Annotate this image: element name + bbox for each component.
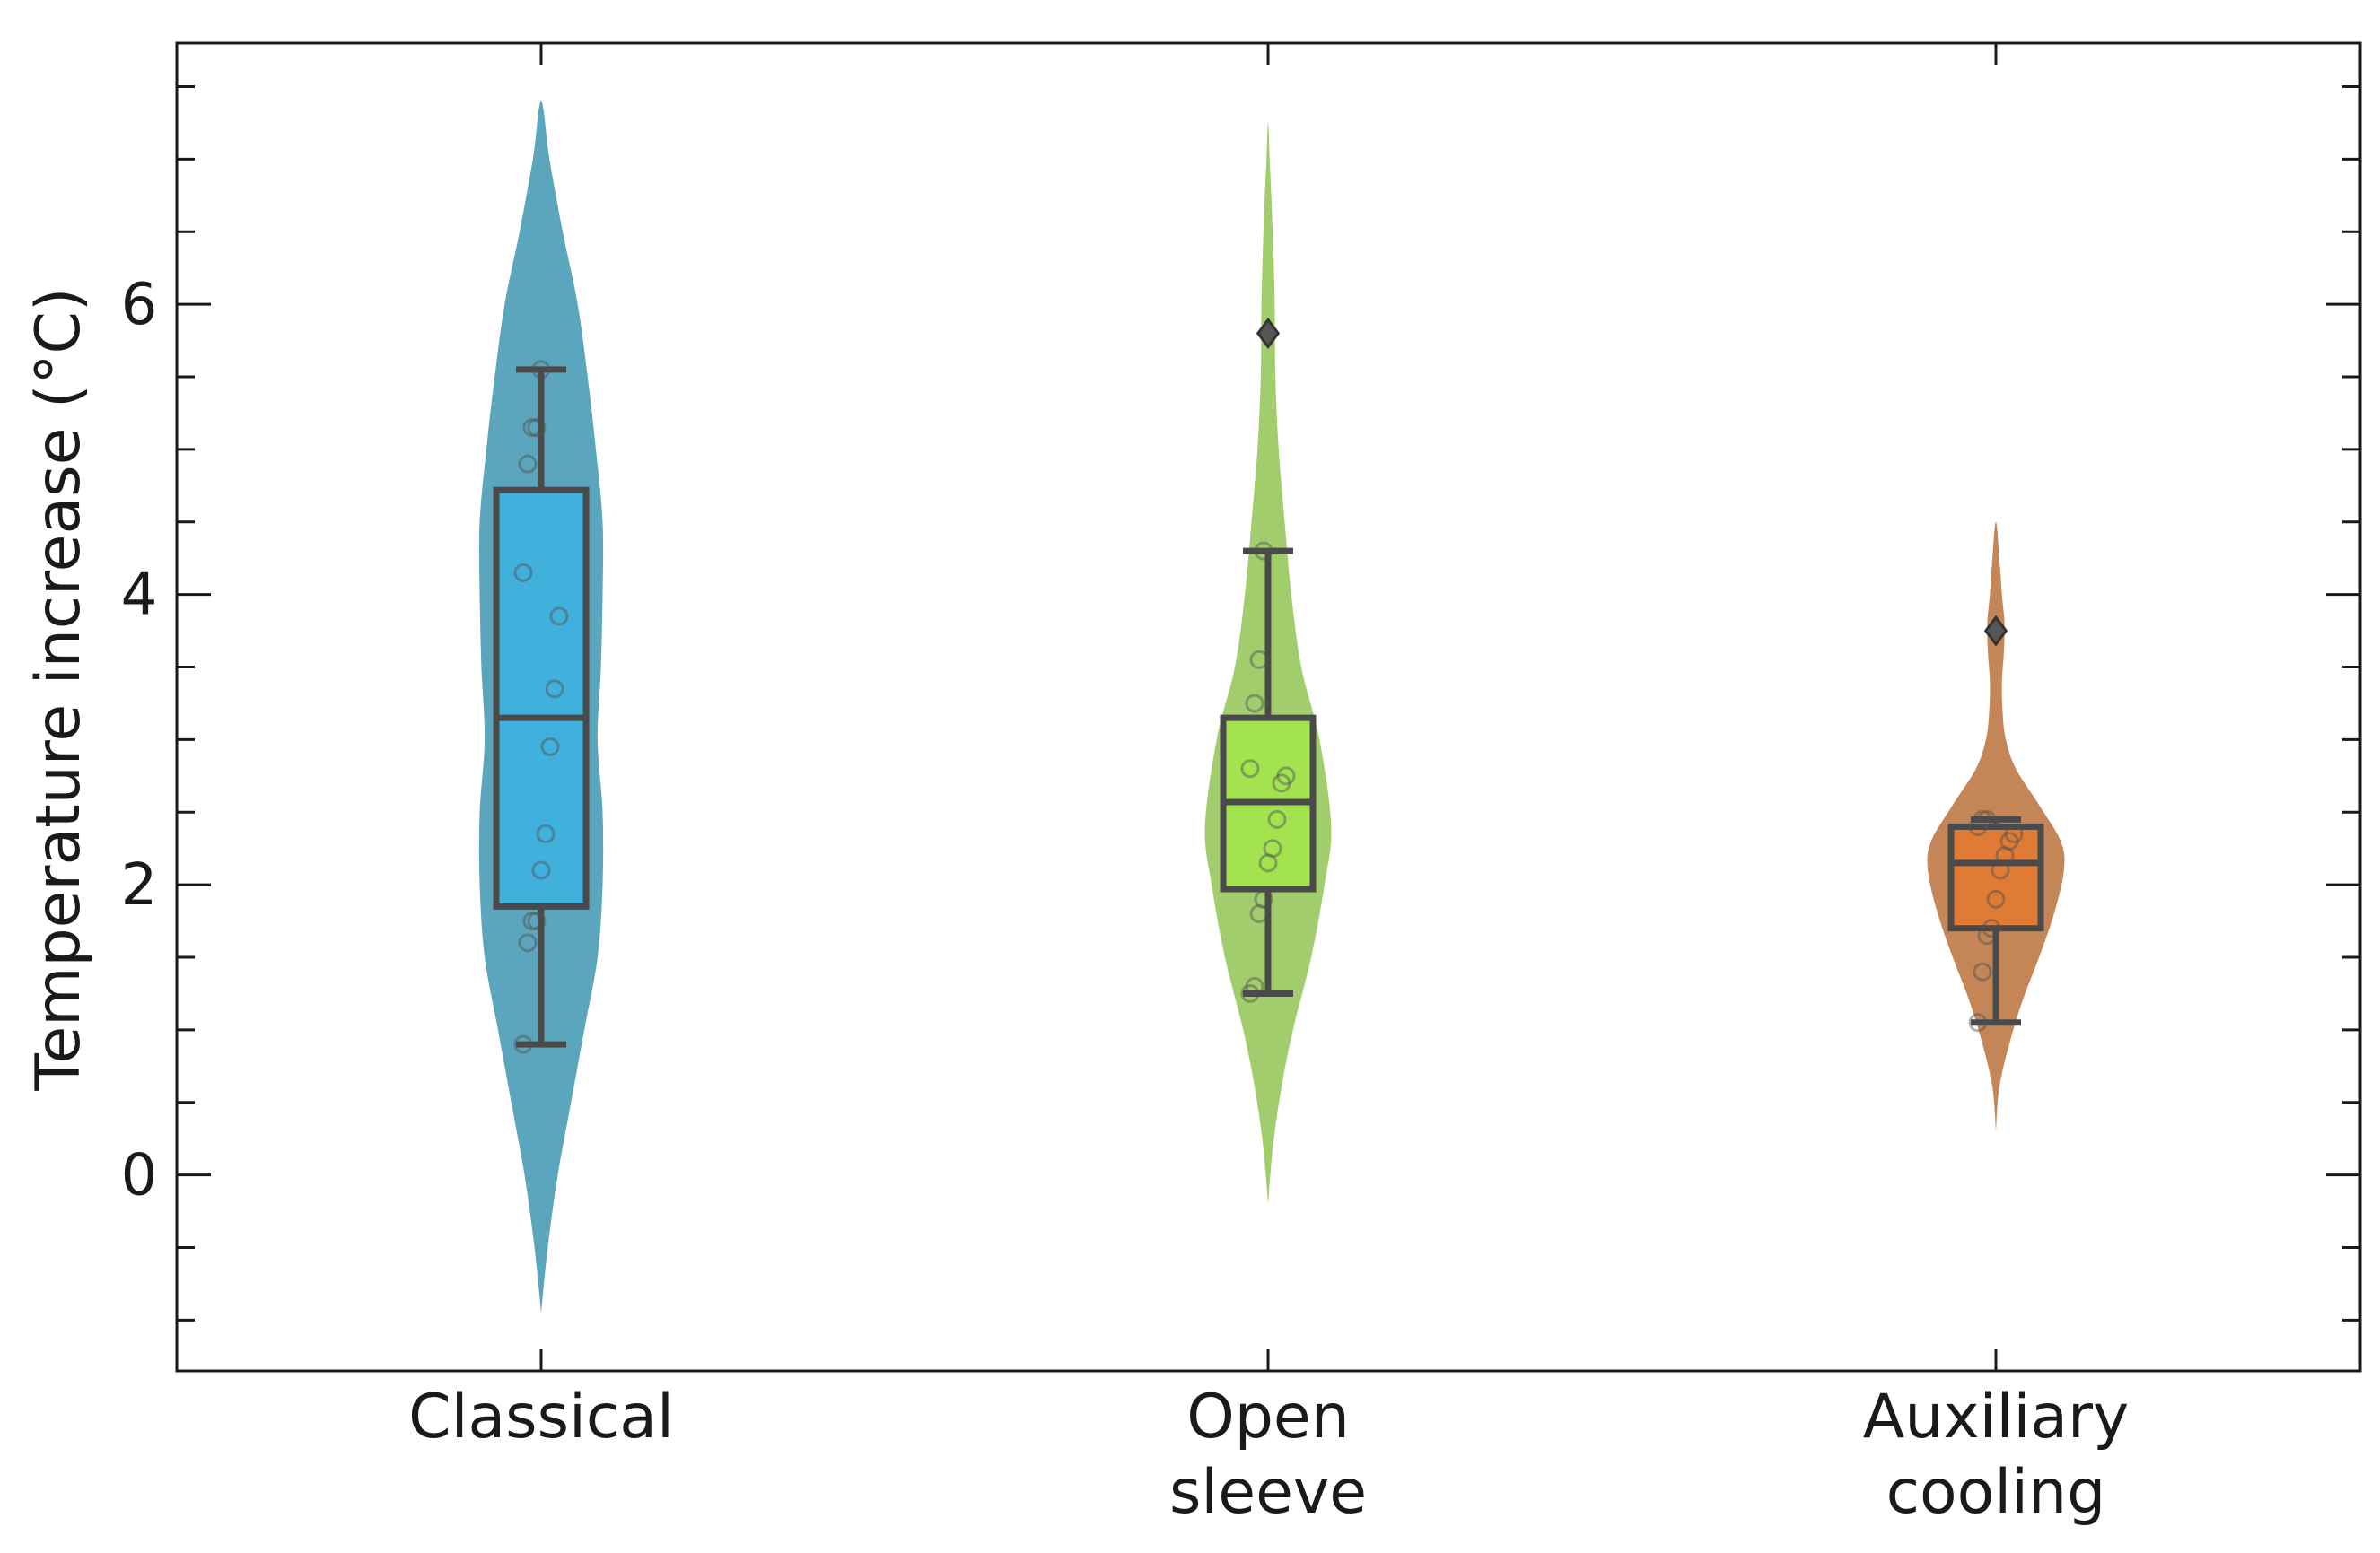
data-point-2-8: [2004, 824, 2024, 844]
data-point-1-11: [1249, 650, 1269, 669]
data-point-2-9: [1968, 816, 1988, 836]
data-point-1-6: [1267, 809, 1287, 829]
data-point-1-1: [1245, 976, 1264, 996]
category-label-line2-2: cooling: [1886, 1457, 2106, 1528]
category-label-2: Auxiliary: [1863, 1382, 2129, 1453]
data-point-2-6: [1995, 846, 2015, 866]
data-point-2-10: [1973, 809, 1992, 829]
data-point-0-6: [540, 737, 560, 756]
data-point-1-5: [1263, 839, 1282, 859]
data-point-0-8: [549, 606, 569, 626]
data-point-2-4: [1986, 889, 2006, 909]
data-point-0-11: [522, 418, 542, 438]
data-point-1-8: [1276, 766, 1296, 786]
data-point-0-7: [545, 679, 564, 699]
data-points: [513, 317, 2024, 1054]
y-tick-label-1: 2: [121, 852, 158, 919]
data-point-2-1: [1973, 962, 1992, 982]
box-0: [493, 486, 590, 910]
data-point-2-11: [1977, 809, 1997, 829]
box-2: [1947, 823, 2044, 932]
boxplots: [493, 366, 2044, 1048]
data-point-1-9: [1240, 759, 1260, 779]
data-point-2-7: [1999, 832, 2019, 851]
y-tick-label-0: 0: [121, 1143, 158, 1209]
data-point-1-2: [1249, 903, 1269, 923]
outlier-2-0: [1983, 615, 2008, 647]
category-label-1: Open: [1186, 1382, 1350, 1453]
data-point-2-3: [1982, 919, 2001, 938]
y-tick-label-2: 4: [121, 563, 158, 629]
data-point-2-5: [1991, 860, 2010, 880]
data-point-0-1: [518, 933, 538, 953]
data-point-1-10: [1245, 694, 1264, 713]
data-point-1-12: [1254, 541, 1273, 561]
data-point-0-13: [531, 360, 551, 380]
category-label-line2-1: sleeve: [1169, 1457, 1367, 1528]
data-point-1-4: [1258, 853, 1278, 873]
data-point-1-7: [1272, 773, 1291, 793]
data-point-1-3: [1254, 889, 1273, 909]
data-point-1-0: [1240, 983, 1260, 1003]
y-axis-title: Temperature increase (°C): [23, 287, 94, 1091]
data-point-0-10: [518, 454, 538, 474]
data-point-0-4: [531, 860, 551, 880]
data-point-2-2: [1977, 926, 1997, 946]
axis-ticks: [177, 43, 2360, 1371]
data-point-0-9: [513, 563, 533, 582]
violins: [478, 100, 2065, 1313]
data-point-0-2: [522, 912, 542, 931]
data-point-0-5: [536, 824, 556, 844]
data-point-0-3: [527, 912, 547, 931]
data-point-0-12: [527, 418, 547, 438]
data-point-0-0: [513, 1034, 533, 1054]
y-tick-label-3: 6: [121, 272, 158, 338]
outlier-1-0: [1256, 317, 1281, 349]
data-point-2-0: [1968, 1013, 1988, 1033]
category-label-0: Classical: [408, 1382, 674, 1453]
